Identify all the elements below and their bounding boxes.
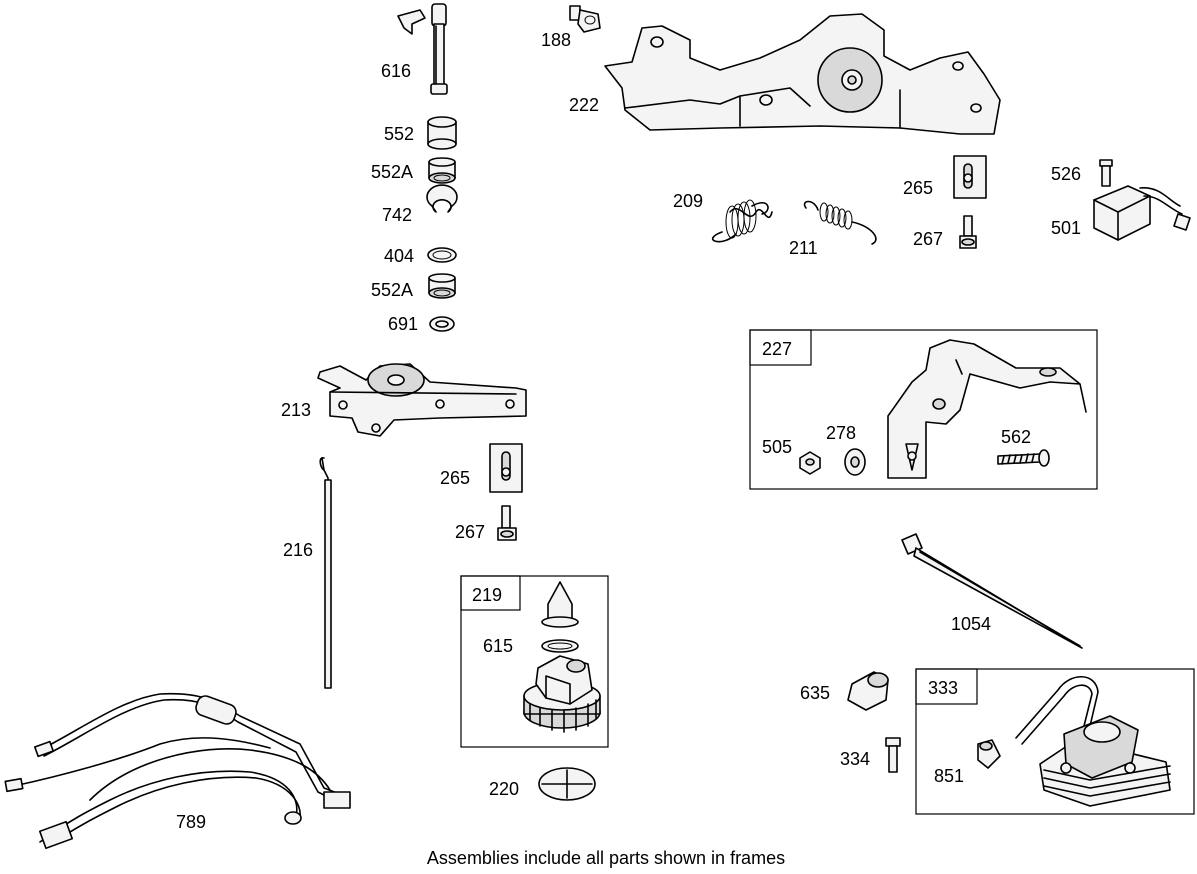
nut-505 <box>799 451 821 475</box>
screw-334 <box>885 737 901 773</box>
label-267-mid: 267 <box>455 522 485 542</box>
label-615: 615 <box>483 636 513 656</box>
governor-gear-219 <box>523 655 601 733</box>
label-404: 404 <box>384 246 414 266</box>
label-505: 505 <box>762 437 792 457</box>
label-501: 501 <box>1051 218 1081 238</box>
label-851: 851 <box>934 766 964 786</box>
label-526: 526 <box>1051 164 1081 184</box>
label-562: 562 <box>1001 427 1031 447</box>
e-clip-742 <box>426 184 458 213</box>
label-334: 334 <box>840 749 870 769</box>
label-188: 188 <box>541 30 571 50</box>
governor-shaft-616 <box>397 3 448 95</box>
label-552a-upper: 552A <box>371 162 413 182</box>
link-rod-216 <box>319 457 332 689</box>
label-213: 213 <box>281 400 311 420</box>
bushing-552a-upper <box>428 157 456 184</box>
armature-333 <box>1015 676 1171 807</box>
screw-267-top <box>959 215 977 249</box>
spring-211 <box>803 200 877 245</box>
pin-615 <box>541 581 579 653</box>
label-278: 278 <box>826 423 856 443</box>
wire-harness-789 <box>4 692 351 850</box>
bushing-552 <box>427 116 457 150</box>
label-616: 616 <box>381 61 411 81</box>
washer-404 <box>427 247 457 263</box>
label-691: 691 <box>388 314 418 334</box>
spring-209 <box>711 199 773 243</box>
label-227: 227 <box>762 339 792 359</box>
label-216: 216 <box>283 540 313 560</box>
frame-219 <box>460 575 609 748</box>
label-265-mid: 265 <box>440 468 470 488</box>
cable-tie-1054 <box>901 533 1083 649</box>
spark-plug-boot-635 <box>847 671 889 711</box>
frame-333 <box>915 668 1195 815</box>
label-552: 552 <box>384 124 414 144</box>
label-209: 209 <box>673 191 703 211</box>
clamp-265-top <box>953 155 987 199</box>
footer-note: Assemblies include all parts shown in fr… <box>427 848 785 868</box>
module-501 <box>1093 185 1191 241</box>
label-789: 789 <box>176 812 206 832</box>
screw-267-mid <box>497 505 517 541</box>
label-220: 220 <box>489 779 519 799</box>
label-552a-lower: 552A <box>371 280 413 300</box>
label-635: 635 <box>800 683 830 703</box>
label-742: 742 <box>382 205 412 225</box>
label-211: 211 <box>789 238 818 258</box>
label-1054: 1054 <box>951 614 991 634</box>
frame-227 <box>749 329 1098 490</box>
washer-278 <box>844 448 866 476</box>
washer-691 <box>429 316 455 332</box>
washer-220 <box>538 767 596 801</box>
bracket-227 <box>887 339 1087 479</box>
label-267-top: 267 <box>913 229 943 249</box>
screw-188 <box>569 5 601 33</box>
clamp-265-mid <box>489 443 523 493</box>
bushing-552a-lower <box>428 273 456 299</box>
label-222: 222 <box>569 95 599 115</box>
label-219: 219 <box>472 585 502 605</box>
plug-851 <box>977 739 1001 769</box>
label-265-top: 265 <box>903 178 933 198</box>
screw-526 <box>1099 159 1113 187</box>
label-333: 333 <box>928 678 958 698</box>
governor-lever-213 <box>317 363 527 437</box>
control-bracket-222 <box>604 13 1001 135</box>
screw-562 <box>997 449 1050 467</box>
